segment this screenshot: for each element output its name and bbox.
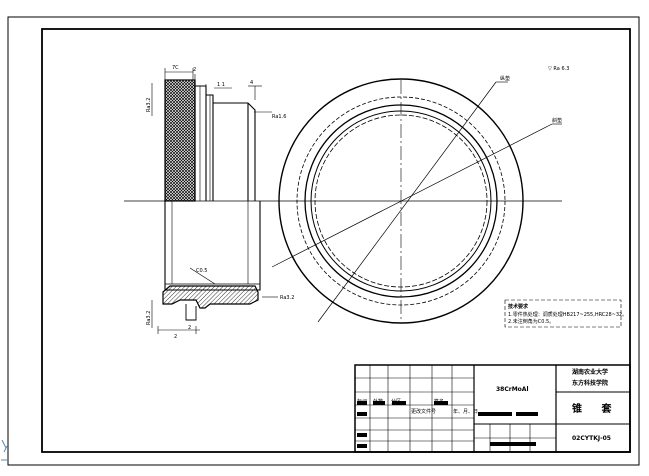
finish-mark-right-top: Ra1.6: [272, 114, 286, 120]
tech-requirement-2: 2.未注倒角为C0.5。: [508, 318, 554, 325]
school-line-1: 湖南农业大学: [572, 368, 608, 376]
section-view: [162, 79, 261, 321]
tech-requirements-box: [504, 299, 622, 328]
row-label-count: 处数: [373, 398, 383, 405]
tech-requirements-title: 技术要求: [508, 303, 529, 310]
roughness-note: ▽ Ra 6.3: [548, 66, 569, 72]
drawing-number: 02CYTKJ-05: [572, 435, 611, 442]
dim-top-small: 2: [193, 67, 196, 73]
row-label-sign: 签名: [434, 398, 444, 405]
row-label-change: 更改文件号: [411, 408, 436, 415]
hatched-section: [162, 285, 259, 309]
dim-top-pair: 1 1: [217, 82, 225, 88]
row-label-date: 年、月、日: [453, 408, 478, 415]
tech-requirement-1: 1.零件热处理：调质处理HB217~255,HRC28~32。: [508, 311, 627, 318]
knurled-band: [164, 79, 196, 202]
dim-top-width: 7C: [172, 65, 179, 71]
sheet-outer-frame: [7, 16, 640, 466]
dim-bottom-left: 2: [174, 334, 177, 340]
finish-mark-left-bottom: Ra3.2: [146, 311, 152, 325]
leader-label-2: 斜垫: [552, 117, 562, 124]
chamfer-label: C0.5: [196, 268, 207, 274]
title-block: [354, 364, 631, 453]
corner-mark: [1, 439, 8, 461]
school-line-2: 东方科技学院: [572, 379, 608, 387]
material-code: 38CrMoAl: [496, 386, 529, 393]
finish-mark-right-bottom: Ra3.2: [280, 295, 294, 301]
sheet-inner-frame: [41, 28, 631, 453]
row-label-zone: 分区: [391, 398, 401, 405]
dim-top-right: 4: [250, 80, 253, 86]
leader-label-1: 纵垫: [500, 75, 510, 82]
finish-mark-left-top: Ra3.2: [146, 98, 152, 112]
end-view: [271, 78, 562, 324]
row-label-mark: 标记: [357, 398, 367, 405]
dimension-lines: [151, 68, 278, 334]
title-block-filled-cells: [357, 401, 538, 448]
dim-bottom-right: 2: [188, 325, 191, 331]
part-name: 锥 套: [572, 402, 619, 415]
